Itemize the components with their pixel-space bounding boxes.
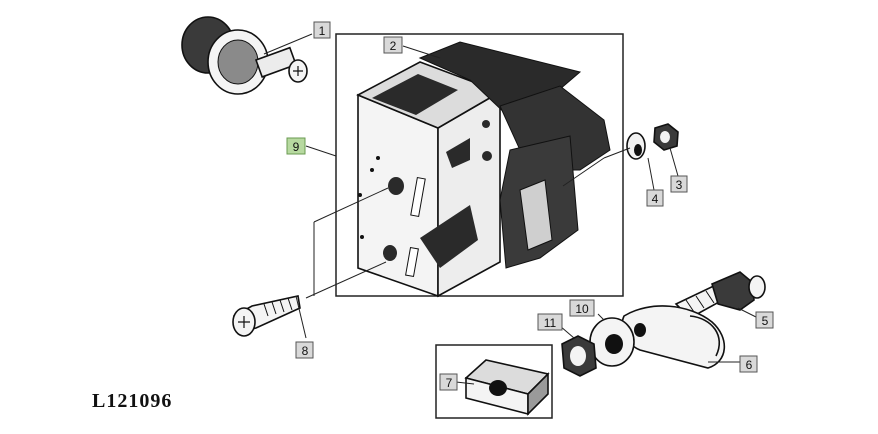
bolt-icon <box>674 271 766 319</box>
svg-text:10: 10 <box>575 302 589 316</box>
svg-text:4: 4 <box>652 192 659 206</box>
svg-text:11: 11 <box>544 316 557 330</box>
callout-8: 8 <box>295 341 314 359</box>
push-button-icon <box>181 16 308 95</box>
callout-10: 10 <box>569 299 595 317</box>
svg-text:6: 6 <box>746 358 753 372</box>
svg-text:3: 3 <box>676 178 683 192</box>
screw-icon <box>232 295 301 337</box>
svg-text:5: 5 <box>762 314 769 328</box>
leader-lines <box>263 33 759 385</box>
svg-text:2: 2 <box>390 39 397 53</box>
hex-nut-icon <box>653 123 679 151</box>
washer-icon <box>589 317 635 367</box>
svg-text:9: 9 <box>293 140 300 154</box>
bracket-clip-icon <box>621 305 726 369</box>
callout-9: 9 <box>286 137 306 155</box>
callout-3: 3 <box>670 175 688 193</box>
hex-nut-icon <box>561 335 597 377</box>
latch-housing-icon <box>356 61 502 298</box>
washer-icon <box>626 132 646 160</box>
square-nut-icon <box>464 359 550 416</box>
callout-1: 1 <box>313 21 331 39</box>
callout-7: 7 <box>439 373 458 391</box>
callout-6: 6 <box>739 355 758 373</box>
callout-11: 11 <box>537 313 563 331</box>
figure-reference-code: L121096 <box>92 390 173 412</box>
square-nut-frame <box>435 344 553 419</box>
svg-text:1: 1 <box>319 24 326 38</box>
callout-2: 2 <box>383 36 403 54</box>
callout-5: 5 <box>755 311 774 329</box>
svg-text:8: 8 <box>302 344 309 358</box>
assembly-frame <box>335 33 624 297</box>
callout-4: 4 <box>646 189 664 207</box>
latch-lever-icon <box>418 41 611 269</box>
svg-text:7: 7 <box>446 376 453 390</box>
